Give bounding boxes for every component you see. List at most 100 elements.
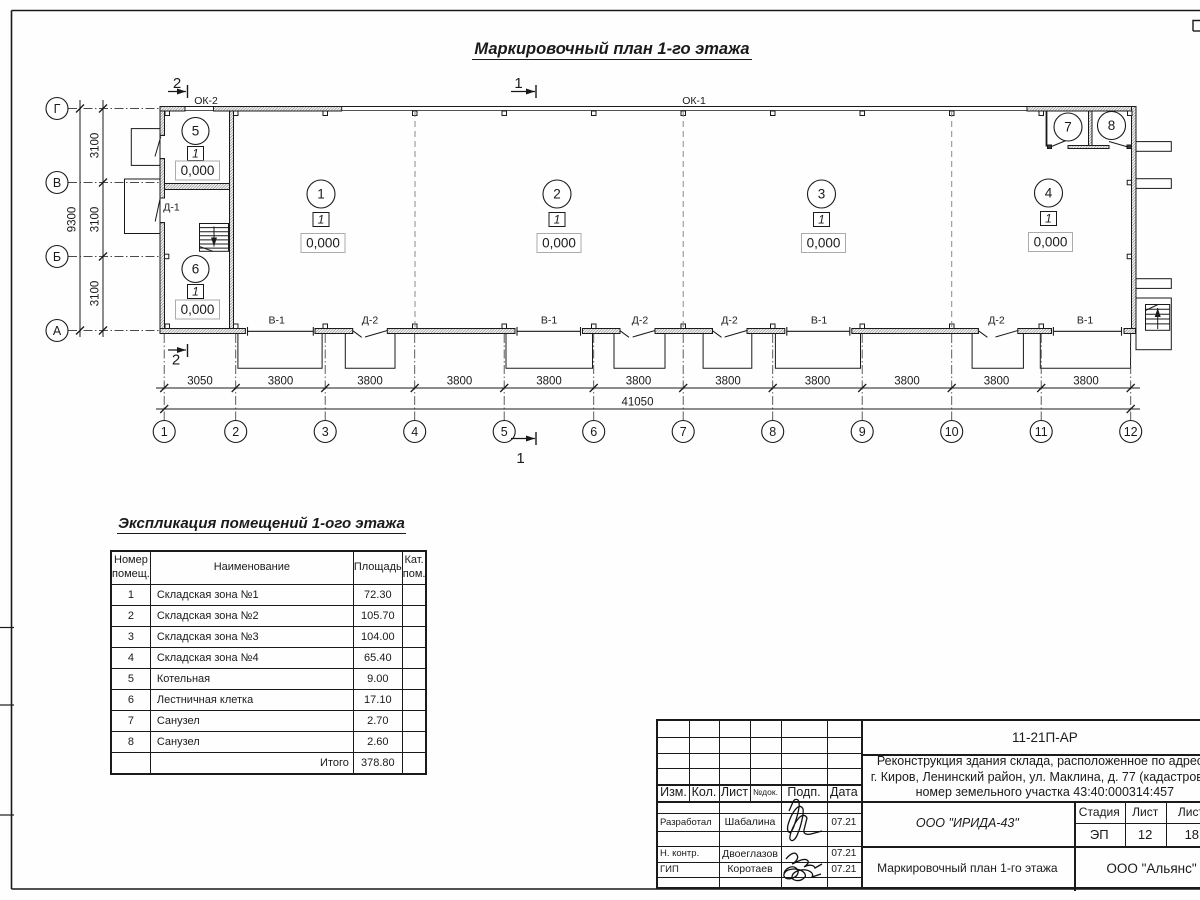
room-number: 5 [192, 124, 200, 139]
axis-number-label: 10 [945, 425, 959, 439]
section-mark-label: 2 [173, 75, 181, 92]
section-mark-label: 2 [172, 352, 180, 369]
door-leaves [154, 136, 1129, 338]
room-category: 1 [554, 213, 561, 227]
room-annotation-5: 5 1 0,000 [175, 116, 220, 181]
dimension-total: 41050 [622, 397, 654, 409]
dimension-value: 3800 [1073, 376, 1099, 388]
cell-name: Санузел [149, 731, 354, 753]
room-category-box [548, 212, 566, 227]
tb-line [658, 783, 861, 786]
room-elevation: 0,000 [542, 236, 576, 251]
cell-cat [401, 731, 427, 753]
cell-num: 2 [110, 605, 151, 627]
dimension-value: 3800 [894, 376, 920, 388]
tb-line [658, 813, 861, 814]
tb-line [658, 801, 861, 803]
cell-name: Лестничная клетка [149, 689, 354, 711]
gate-v1-1 [246, 327, 314, 336]
axis-number-label: 2 [232, 425, 239, 439]
dimension-ticks [75, 104, 1136, 414]
table-title: Экспликация помещений 1-ого этажа [117, 515, 406, 534]
room-category: 1 [1045, 212, 1052, 226]
room-elevation: 0,000 [181, 163, 215, 178]
room-elevation: 0,000 [306, 236, 340, 251]
room-annotation-7: 7 [1053, 112, 1083, 142]
window-ok1 [341, 106, 1027, 111]
tb-col-header: Лист [720, 785, 749, 800]
axis-bubbles-left: Г В Б А [45, 96, 69, 343]
dimension-lines [79, 100, 1140, 410]
table-header-row: Номер помещ. Наименование Площадь Кат. п… [110, 550, 427, 585]
dimension-value: 3100 [90, 281, 102, 307]
tb-stage-label: Стадия [1078, 804, 1120, 819]
gate-v1-4 [1052, 327, 1123, 336]
tb-person-date: 07.21 [831, 848, 857, 860]
tb-line [719, 721, 720, 887]
tb-drawing-title: Маркировочный план 1-го этажа [877, 861, 1058, 876]
dimension-value: 3100 [90, 207, 102, 233]
tb-line [658, 831, 861, 832]
room-elevation-box [175, 160, 220, 181]
dimension-value: 3800 [626, 376, 652, 388]
cell-area: 2.70 [352, 710, 403, 732]
room-number: 7 [1064, 120, 1072, 135]
tb-person-name: Шабалина [724, 816, 776, 828]
door-mark-label: В-1 [541, 315, 558, 327]
cell-cat [401, 584, 427, 606]
walls [159, 106, 1137, 335]
cell-cat [401, 710, 427, 732]
tb-sheet-value: 12 [1137, 826, 1153, 842]
room-schedule-table: Номер помещ. Наименование Площадь Кат. п… [110, 550, 428, 775]
axis-number-label: 1 [161, 425, 168, 439]
room-annotations: 110,000210,000310,000410,000510,000610,0… [175, 110, 1127, 320]
tb-org: ООО "Альянс" [1106, 860, 1197, 876]
dimension-labels-bottom: 3050 3800 3800 3800 3800 3800 3800 3800 … [187, 376, 1099, 409]
section-mark-label: 1 [516, 450, 524, 467]
axis-number-label: 8 [769, 425, 776, 439]
columns [164, 110, 1133, 329]
tb-line [658, 768, 861, 769]
room-annotation-1: 110,000 [300, 179, 346, 253]
tb-sheets-label: Листов [1177, 804, 1200, 819]
cell-num: 1 [110, 584, 151, 606]
axis-number-label: 11 [1035, 425, 1048, 439]
room-elevation-box [300, 233, 346, 253]
room-elevation: 0,000 [181, 302, 215, 317]
room-category: 1 [192, 285, 199, 299]
door-mark-label: Д-2 [632, 315, 649, 327]
door-mark-label: Д-2 [721, 315, 738, 327]
cell-name: Складская зона №4 [149, 647, 354, 669]
room-number: 1 [317, 187, 325, 202]
tb-project-name: Реконструкция здания склада, расположенн… [870, 754, 1200, 799]
cell-name: Складская зона №2 [149, 605, 354, 627]
cell-cat [401, 605, 427, 627]
door-mark-label: Д-2 [362, 315, 379, 327]
room-category-box [1040, 211, 1057, 226]
dimension-total: 9300 [67, 207, 79, 233]
room-number: 8 [1108, 118, 1116, 133]
cut-off-box [1192, 19, 1200, 31]
room-elevation-box [1028, 232, 1073, 252]
room-annotation-8: 8 [1096, 110, 1127, 141]
cell-area: 9.00 [352, 668, 403, 690]
cell-name: Котельная [149, 668, 354, 690]
room-number-bubble [181, 116, 210, 146]
header-area: Площадь [352, 550, 403, 585]
gates [246, 327, 1123, 336]
room-category: 1 [192, 147, 199, 161]
dimension-value: 3800 [357, 376, 383, 388]
cell-area: 72.30 [352, 584, 403, 606]
tb-line [1074, 822, 1200, 824]
cell-num: 5 [110, 668, 151, 690]
tb-line [1165, 801, 1167, 846]
door-d2-4 [978, 330, 1018, 338]
axis-number-label: 4 [411, 425, 418, 439]
page-frame [0, 9, 1200, 890]
room-category-box [312, 212, 330, 227]
header-number: Номер помещ. [110, 550, 151, 585]
